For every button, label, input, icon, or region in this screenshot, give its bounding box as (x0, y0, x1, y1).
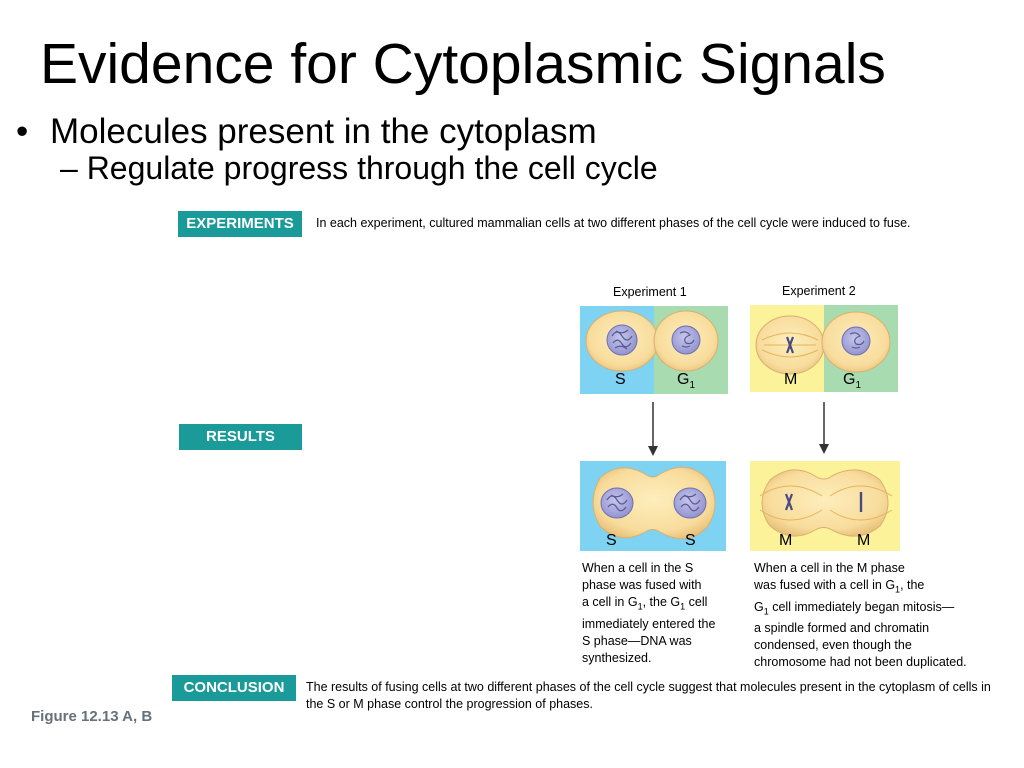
result-line: S phase—DNA was (582, 633, 692, 648)
result-label-s-right: S (685, 532, 696, 549)
g1-nucleus (671, 325, 701, 355)
figure-caption: Figure 12.13 A, B (31, 708, 153, 725)
result-label-m-left: M (779, 532, 793, 549)
slide-title: Evidence for Cytoplasmic Signals (40, 32, 886, 96)
result-line: G1 cell immediately began mitosis— (754, 599, 955, 617)
fused-nucleus-s-left (600, 487, 634, 519)
phase-subscript: 1 (689, 380, 696, 392)
experiments-label: EXPERIMENTS (178, 211, 302, 237)
fused-cell-2 (761, 469, 889, 537)
result-line: condensed, even though the (754, 638, 912, 652)
g1-chromatin (679, 331, 695, 348)
phase-subscript: 1 (855, 380, 862, 392)
m-chromosome-left (784, 493, 794, 511)
result-line: was fused with a cell in G1, the (754, 578, 925, 595)
phase-label-g1-2: G1 (843, 371, 861, 391)
fused-spindles (759, 485, 893, 521)
phase-label-s: S (615, 371, 626, 388)
chromatin (679, 493, 701, 512)
result-line: chromosome had not been duplicated. (754, 655, 967, 669)
conclusion-text: The results of fusing cells at two diffe… (306, 680, 991, 711)
exp2-before-panel (750, 305, 898, 392)
results-label: RESULTS (179, 424, 302, 450)
g1-nucleus-2 (841, 326, 871, 356)
result-label-m-right: M (857, 532, 871, 549)
phase-label-g1: G1 (677, 371, 695, 391)
bullet-2-text: Regulate progress through the cell cycle (86, 150, 658, 186)
exp1-after-panel (580, 461, 726, 551)
exp2-after-panel (750, 461, 900, 551)
result-line: phase was fused with (582, 578, 702, 592)
sub-bullet-regulate: – Regulate progress through the cell cyc… (60, 148, 658, 188)
bullet-1-text: Molecules present in the cytoplasm (50, 112, 597, 151)
phase-letter: G (677, 371, 690, 388)
dash-marker: – (60, 150, 87, 186)
result-line: synthesized. (582, 650, 652, 665)
experiments-description: In each experiment, cultured mammalian c… (316, 216, 911, 230)
experiment-1-title: Experiment 1 (613, 285, 687, 299)
phase-label-m: M (784, 371, 798, 388)
conclusion-label: CONCLUSION (172, 675, 296, 701)
result-line: immediately entered the (582, 616, 716, 631)
s-chromatin (611, 329, 633, 350)
result-line: a cell in G1, the G1 cell (582, 595, 708, 612)
fusion-arrow-1 (648, 402, 658, 456)
experiment-2-title: Experiment 2 (782, 284, 856, 298)
experiment-2-result-text: When a cell in the M phase was fused wit… (754, 560, 1004, 671)
result-line: a spindle formed and chromatin (754, 621, 930, 635)
result-line: When a cell in the S (582, 561, 694, 575)
fused-cell-1 (592, 466, 716, 540)
bullet-molecules: • Molecules present in the cytoplasm (16, 112, 597, 152)
result-line: When a cell in the M phase (754, 561, 905, 575)
fused-nucleus-s-right (673, 487, 707, 519)
experiment-1-result-text: When a cell in the S phase was fused wit… (582, 560, 744, 667)
fusion-arrow-2 (819, 402, 829, 454)
s-nucleus (606, 324, 638, 356)
m-chromosome (785, 336, 795, 354)
phase-letter: G (843, 371, 856, 388)
exp1-before-panel (580, 306, 728, 394)
result-label-s-left: S (606, 532, 617, 549)
bullet-dot: • (16, 112, 29, 151)
chromatin (606, 493, 628, 512)
g1-chromatin-2 (849, 332, 865, 349)
